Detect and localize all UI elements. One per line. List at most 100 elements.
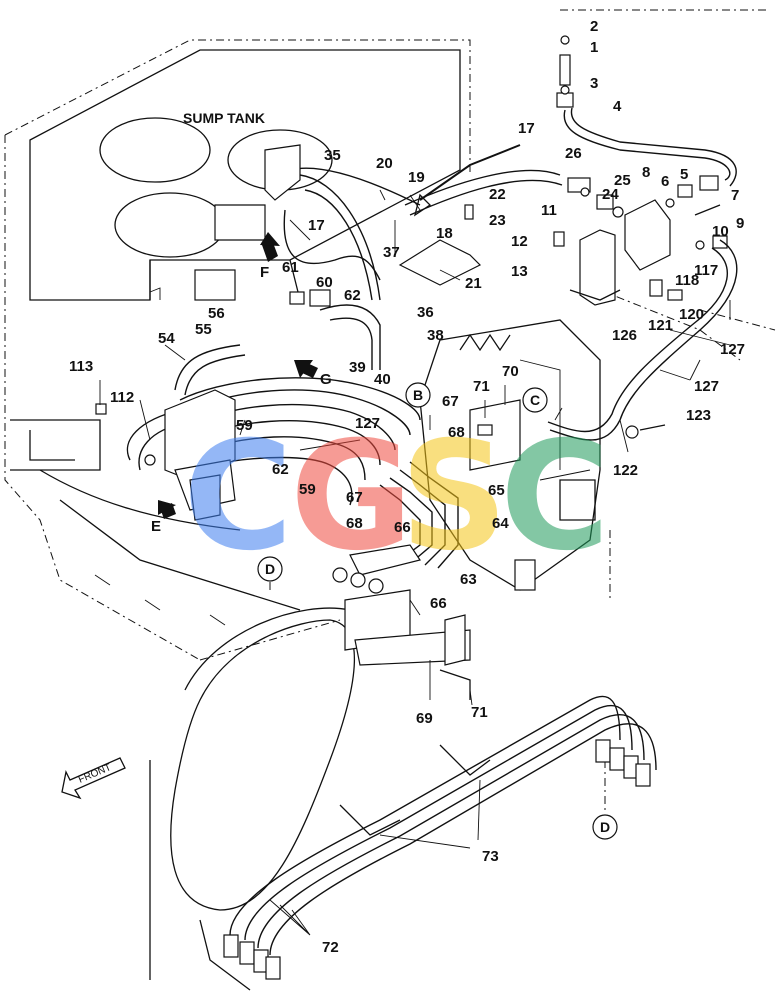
hoses-top	[289, 35, 737, 218]
arrow-label-f: F	[260, 264, 269, 281]
view-markers: B C D D	[257, 382, 618, 840]
bracket-21	[398, 204, 482, 286]
sump-tank	[29, 49, 461, 301]
control-valve	[419, 319, 601, 591]
part-label: 64	[492, 515, 509, 532]
part-label: 17	[308, 217, 325, 234]
part-label: 126	[612, 327, 637, 344]
watermark-letter-s: S	[400, 410, 508, 584]
part-label: 59	[299, 481, 316, 498]
fender	[149, 607, 471, 991]
part-label: 11	[541, 202, 557, 219]
part-label: 19	[408, 169, 425, 186]
body-lines	[10, 419, 301, 626]
part-label: 54	[158, 330, 175, 347]
part-label: 56	[208, 305, 225, 322]
view-marker-c: C	[530, 392, 540, 408]
part-label: 18	[436, 225, 453, 242]
part-labels: 1 2 3 4 5 6 7 8 9 10 11 12 13 17 17 18 1…	[69, 18, 745, 956]
part-label: 69	[416, 710, 433, 727]
part-label: 6	[661, 173, 669, 190]
front-label: FRONT	[77, 762, 113, 786]
watermark-letter-c1: C	[183, 410, 293, 584]
part-label: 70	[502, 363, 519, 380]
part-label: 59	[236, 417, 253, 434]
direction-arrows	[158, 232, 318, 519]
view-marker-b: B	[413, 387, 423, 403]
part-label: 62	[344, 287, 361, 304]
part-label: 68	[448, 424, 465, 441]
part-label: 72	[322, 939, 339, 956]
part-label: 67	[442, 393, 459, 410]
front-arrow: FRONT	[61, 757, 126, 800]
part-label: 4	[613, 98, 622, 115]
part-label: 40	[374, 371, 391, 388]
left-block	[95, 389, 236, 521]
part-label: 5	[680, 166, 688, 183]
watermark: C G S C	[183, 410, 610, 584]
watermark-letter-g: G	[290, 410, 413, 584]
part-label: 12	[511, 233, 528, 250]
part-label: 117	[694, 262, 718, 279]
part-label: 39	[349, 359, 366, 376]
part-label: 55	[195, 321, 212, 338]
part-label: 22	[489, 186, 506, 203]
part-label: 38	[427, 327, 444, 344]
hoses-right	[547, 239, 738, 441]
bracket-11	[553, 229, 621, 306]
part-label: 24	[602, 186, 619, 203]
part-label: 71	[473, 378, 490, 395]
part-label: 122	[613, 462, 638, 479]
part-label: 25	[614, 172, 631, 189]
part-label: 37	[383, 244, 400, 261]
part-label: 13	[511, 263, 528, 280]
part-label: 127	[355, 415, 380, 432]
part-label: 127	[694, 378, 719, 395]
part-label: 60	[316, 274, 333, 291]
part-label: 68	[346, 515, 363, 532]
part-label: 113	[69, 358, 93, 375]
part-label: 112	[110, 389, 134, 406]
part-label: 71	[471, 704, 488, 721]
part-label: 67	[346, 489, 363, 506]
part-label: 26	[565, 145, 582, 162]
part-label: 66	[394, 519, 411, 536]
part-label: 35	[324, 147, 341, 164]
leader-lines	[99, 189, 731, 936]
part-label: 73	[482, 848, 499, 865]
part-label: 9	[736, 215, 744, 232]
part-label: 36	[417, 304, 434, 321]
part-label: 118	[675, 272, 699, 289]
part-label: 21	[465, 275, 482, 292]
part-label: 3	[590, 75, 598, 92]
part-label: 23	[489, 212, 506, 229]
part-label: 63	[460, 571, 477, 588]
part-label: 62	[272, 461, 289, 478]
part-label: 8	[642, 164, 650, 181]
view-marker-d-upper: D	[265, 561, 275, 577]
part-label: 17	[518, 120, 535, 137]
block-8	[624, 175, 728, 271]
part-label: 1	[590, 39, 598, 56]
arrow-label-e: E	[151, 518, 161, 535]
hoses-left	[194, 144, 381, 370]
part-label: 65	[488, 482, 505, 499]
view-marker-d-lower: D	[600, 819, 610, 835]
hoses-lower	[332, 399, 521, 666]
part-label: 66	[430, 595, 447, 612]
part-label: 2	[590, 18, 598, 35]
arrow-label-g: G	[320, 371, 332, 388]
part-label: 120	[679, 306, 704, 323]
sump-tank-title: SUMP TANK	[183, 110, 265, 126]
part-label: 123	[686, 407, 711, 424]
pipes-long	[223, 695, 657, 980]
part-label: 7	[731, 187, 739, 204]
part-label: 20	[376, 155, 393, 172]
part-label: 61	[282, 259, 299, 276]
part-label: 127	[720, 341, 745, 358]
part-label: 10	[712, 223, 729, 240]
watermark-letter-c2: C	[500, 410, 610, 584]
part-label: 121	[648, 317, 673, 334]
